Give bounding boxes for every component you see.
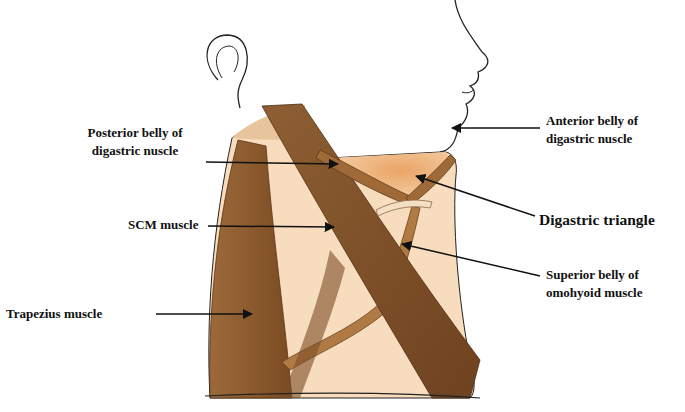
leader-arrow xyxy=(206,162,338,164)
leader-arrow xyxy=(452,127,540,129)
clavicle-line xyxy=(205,393,480,398)
part-label: Posterior belly of digastric nuscle xyxy=(66,124,204,159)
part-label: Anterior belly of digastric nuscle xyxy=(546,112,676,147)
leader-arrow xyxy=(208,226,334,227)
part-label: SCM muscle xyxy=(128,216,208,234)
part-label: Superior belly of omohyoid muscle xyxy=(546,266,680,301)
trapezius xyxy=(210,140,292,398)
anterior-belly xyxy=(406,155,456,204)
leader-arrow xyxy=(416,176,535,216)
leader-arrow xyxy=(402,244,540,276)
part-label: Digastric triangle xyxy=(539,210,681,231)
part-label: Trapezius muscle xyxy=(6,305,154,323)
head-outline xyxy=(440,0,488,152)
ear-inner xyxy=(216,46,238,78)
lips xyxy=(462,89,474,93)
leader-arrow xyxy=(156,313,252,315)
scm-clavicular xyxy=(282,250,345,398)
hyoid-bone xyxy=(376,200,432,216)
posterior-belly xyxy=(316,150,410,204)
ear xyxy=(207,35,247,108)
scm xyxy=(262,104,480,398)
